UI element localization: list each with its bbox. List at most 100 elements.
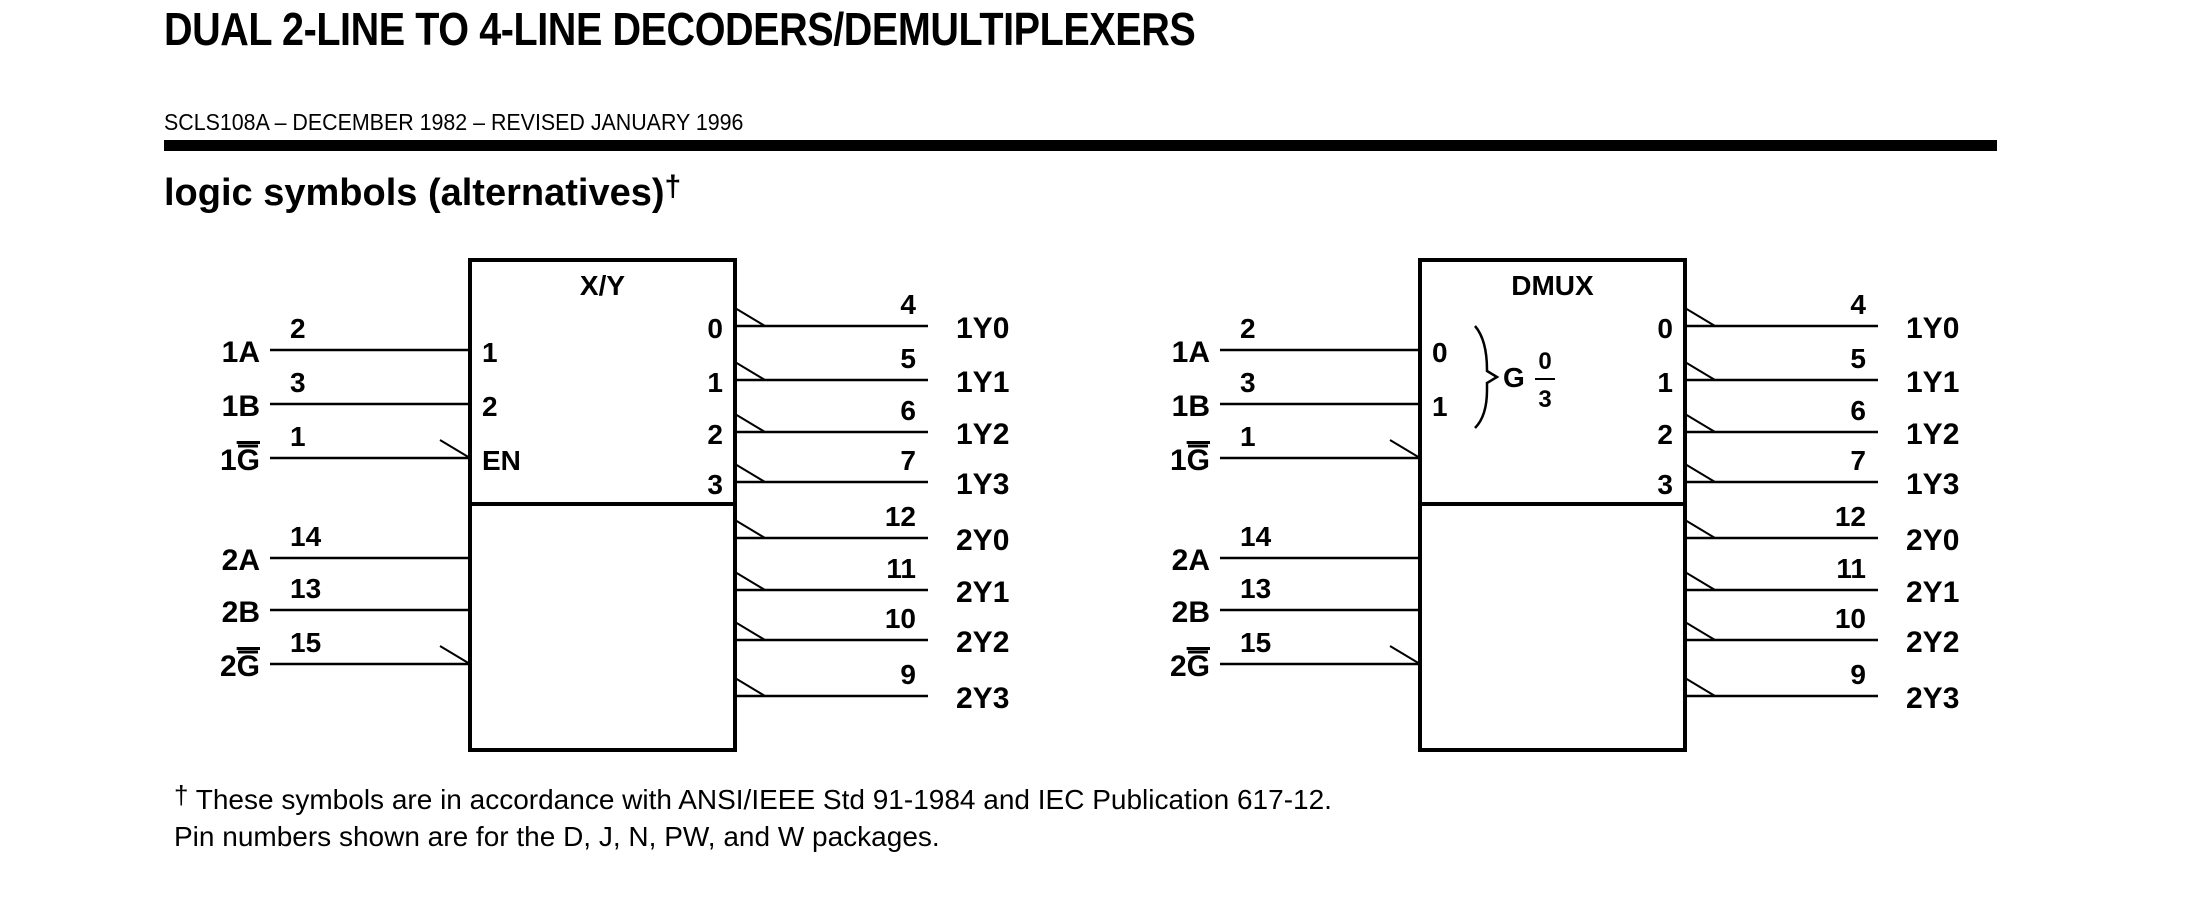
xy-active-low-input-indicator	[439, 439, 471, 459]
xy-output-pin-number: 5	[900, 343, 916, 374]
dmux-input-inner-label: 1	[1432, 391, 1448, 422]
dmux-output-inner-label: 3	[1657, 469, 1673, 500]
xy-active-low-output-indicator	[734, 463, 766, 483]
document-id-line: SCLS108A – DECEMBER 1982 – REVISED JANUA…	[164, 109, 744, 135]
dmux-active-low-output-indicator	[1684, 413, 1716, 433]
dmux-output-signal-2Y1: 2Y1	[1906, 576, 1959, 609]
xy-output-inner-label: 1	[707, 367, 723, 398]
dmux-output-inner-label: 1	[1657, 367, 1673, 398]
dmux-input-pin-number: 15	[1240, 627, 1271, 658]
xy-input-signal-1B: 1B	[222, 390, 260, 423]
dmux-input-signal-1B: 1B	[1172, 390, 1210, 423]
xy-output-inner-label: 3	[707, 469, 723, 500]
xy-input-inner-label: EN	[482, 445, 521, 476]
dmux-input-signal-1G: 1G	[1170, 444, 1210, 477]
dmux-group-range-top: 0	[1538, 348, 1551, 375]
header-rule	[164, 140, 1997, 151]
xy-active-low-output-indicator	[734, 413, 766, 433]
dmux-output-signal-2Y2: 2Y2	[1906, 626, 1959, 659]
dmux-input-pin-number: 13	[1240, 573, 1271, 604]
xy-output-signal-2Y1: 2Y1	[956, 576, 1009, 609]
dmux-output-inner-label: 2	[1657, 419, 1673, 450]
xy-input-pin-number: 1	[290, 421, 306, 452]
xy-output-pin-number: 12	[885, 501, 916, 532]
dmux-output-inner-label: 0	[1657, 313, 1673, 344]
xy-output-signal-1Y3: 1Y3	[956, 468, 1009, 501]
document-title: DUAL 2-LINE TO 4-LINE DECODERS/DEMULTIPL…	[164, 3, 1196, 55]
dmux-box-label: DMUX	[1511, 270, 1594, 301]
dagger-mark: †	[664, 170, 682, 203]
dmux-output-signal-2Y0: 2Y0	[1906, 524, 1959, 557]
xy-output-signal-2Y3: 2Y3	[956, 682, 1009, 715]
xy-input-signal-2G: 2G	[220, 650, 260, 683]
dmux-group-range-bottom: 3	[1538, 386, 1551, 413]
xy-active-low-output-indicator	[734, 621, 766, 641]
dmux-active-low-input-indicator	[1389, 439, 1421, 459]
dmux-active-low-output-indicator	[1684, 519, 1716, 539]
dmux-input-inner-label: 0	[1432, 337, 1448, 368]
xy-output-pin-number: 11	[886, 553, 916, 584]
xy-active-low-output-indicator	[734, 307, 766, 327]
dmux-output-pin-number: 4	[1850, 289, 1866, 320]
xy-output-signal-2Y2: 2Y2	[956, 626, 1009, 659]
xy-input-pin-number: 3	[290, 367, 306, 398]
xy-output-signal-1Y2: 1Y2	[956, 418, 1009, 451]
xy-active-low-output-indicator	[734, 677, 766, 697]
xy-output-pin-number: 6	[900, 395, 916, 426]
dmux-active-low-output-indicator	[1684, 463, 1716, 483]
xy-output-pin-number: 10	[885, 603, 916, 634]
dmux-output-pin-number: 6	[1850, 395, 1866, 426]
xy-active-low-output-indicator	[734, 361, 766, 381]
dmux-output-pin-number: 10	[1835, 603, 1866, 634]
dmux-output-signal-1Y2: 1Y2	[1906, 418, 1959, 451]
xy-output-pin-number: 7	[900, 445, 916, 476]
xy-active-low-input-indicator	[439, 645, 471, 665]
xy-input-signal-2A: 2A	[222, 544, 260, 577]
dmux-input-pin-number: 14	[1240, 521, 1272, 552]
xy-input-signal-1A: 1A	[222, 336, 260, 369]
section-heading: logic symbols (alternatives)†	[164, 172, 681, 214]
footnote-2: Pin numbers shown are for the D, J, N, P…	[174, 821, 940, 852]
dmux-output-signal-1Y3: 1Y3	[1906, 468, 1959, 501]
xy-input-inner-label: 1	[482, 337, 498, 368]
xy-output-signal-1Y0: 1Y0	[956, 312, 1009, 345]
xy-output-pin-number: 9	[900, 659, 916, 690]
dmux-output-signal-2Y3: 2Y3	[1906, 682, 1959, 715]
dmux-output-pin-number: 12	[1835, 501, 1866, 532]
xy-output-inner-label: 0	[707, 313, 723, 344]
xy-output-pin-number: 4	[900, 289, 916, 320]
xy-input-pin-number: 15	[290, 627, 321, 658]
dmux-active-low-input-indicator	[1389, 645, 1421, 665]
xy-input-pin-number: 13	[290, 573, 321, 604]
dmux-output-signal-1Y1: 1Y1	[1906, 366, 1959, 399]
dmux-input-signal-2A: 2A	[1172, 544, 1210, 577]
dmux-output-pin-number: 7	[1850, 445, 1866, 476]
dmux-active-low-output-indicator	[1684, 621, 1716, 641]
dmux-output-pin-number: 9	[1850, 659, 1866, 690]
dmux-output-pin-number: 11	[1836, 553, 1866, 584]
xy-output-signal-2Y0: 2Y0	[956, 524, 1009, 557]
xy-input-pin-number: 2	[290, 313, 306, 344]
dmux-input-signal-2G: 2G	[1170, 650, 1210, 683]
xy-input-pin-number: 14	[290, 521, 322, 552]
dmux-active-low-output-indicator	[1684, 571, 1716, 591]
dmux-grouping-brace	[1474, 325, 1500, 429]
dmux-input-pin-number: 2	[1240, 313, 1256, 344]
footnote-1-text: These symbols are in accordance with ANS…	[195, 784, 1332, 815]
section-heading-text: logic symbols (alternatives)	[164, 172, 665, 214]
dmux-input-signal-1A: 1A	[1172, 336, 1210, 369]
xy-output-signal-1Y1: 1Y1	[956, 366, 1009, 399]
dmux-group-label: G	[1503, 362, 1525, 393]
dmux-input-pin-number: 3	[1240, 367, 1256, 398]
xy-input-signal-2B: 2B	[222, 596, 260, 629]
footnote-dagger: †	[174, 780, 189, 810]
dmux-active-low-output-indicator	[1684, 677, 1716, 697]
dmux-active-low-output-indicator	[1684, 361, 1716, 381]
dmux-active-low-output-indicator	[1684, 307, 1716, 327]
xy-active-low-output-indicator	[734, 571, 766, 591]
dmux-output-signal-1Y0: 1Y0	[1906, 312, 1959, 345]
xy-input-inner-label: 2	[482, 391, 498, 422]
xy-output-inner-label: 2	[707, 419, 723, 450]
dmux-input-pin-number: 1	[1240, 421, 1256, 452]
